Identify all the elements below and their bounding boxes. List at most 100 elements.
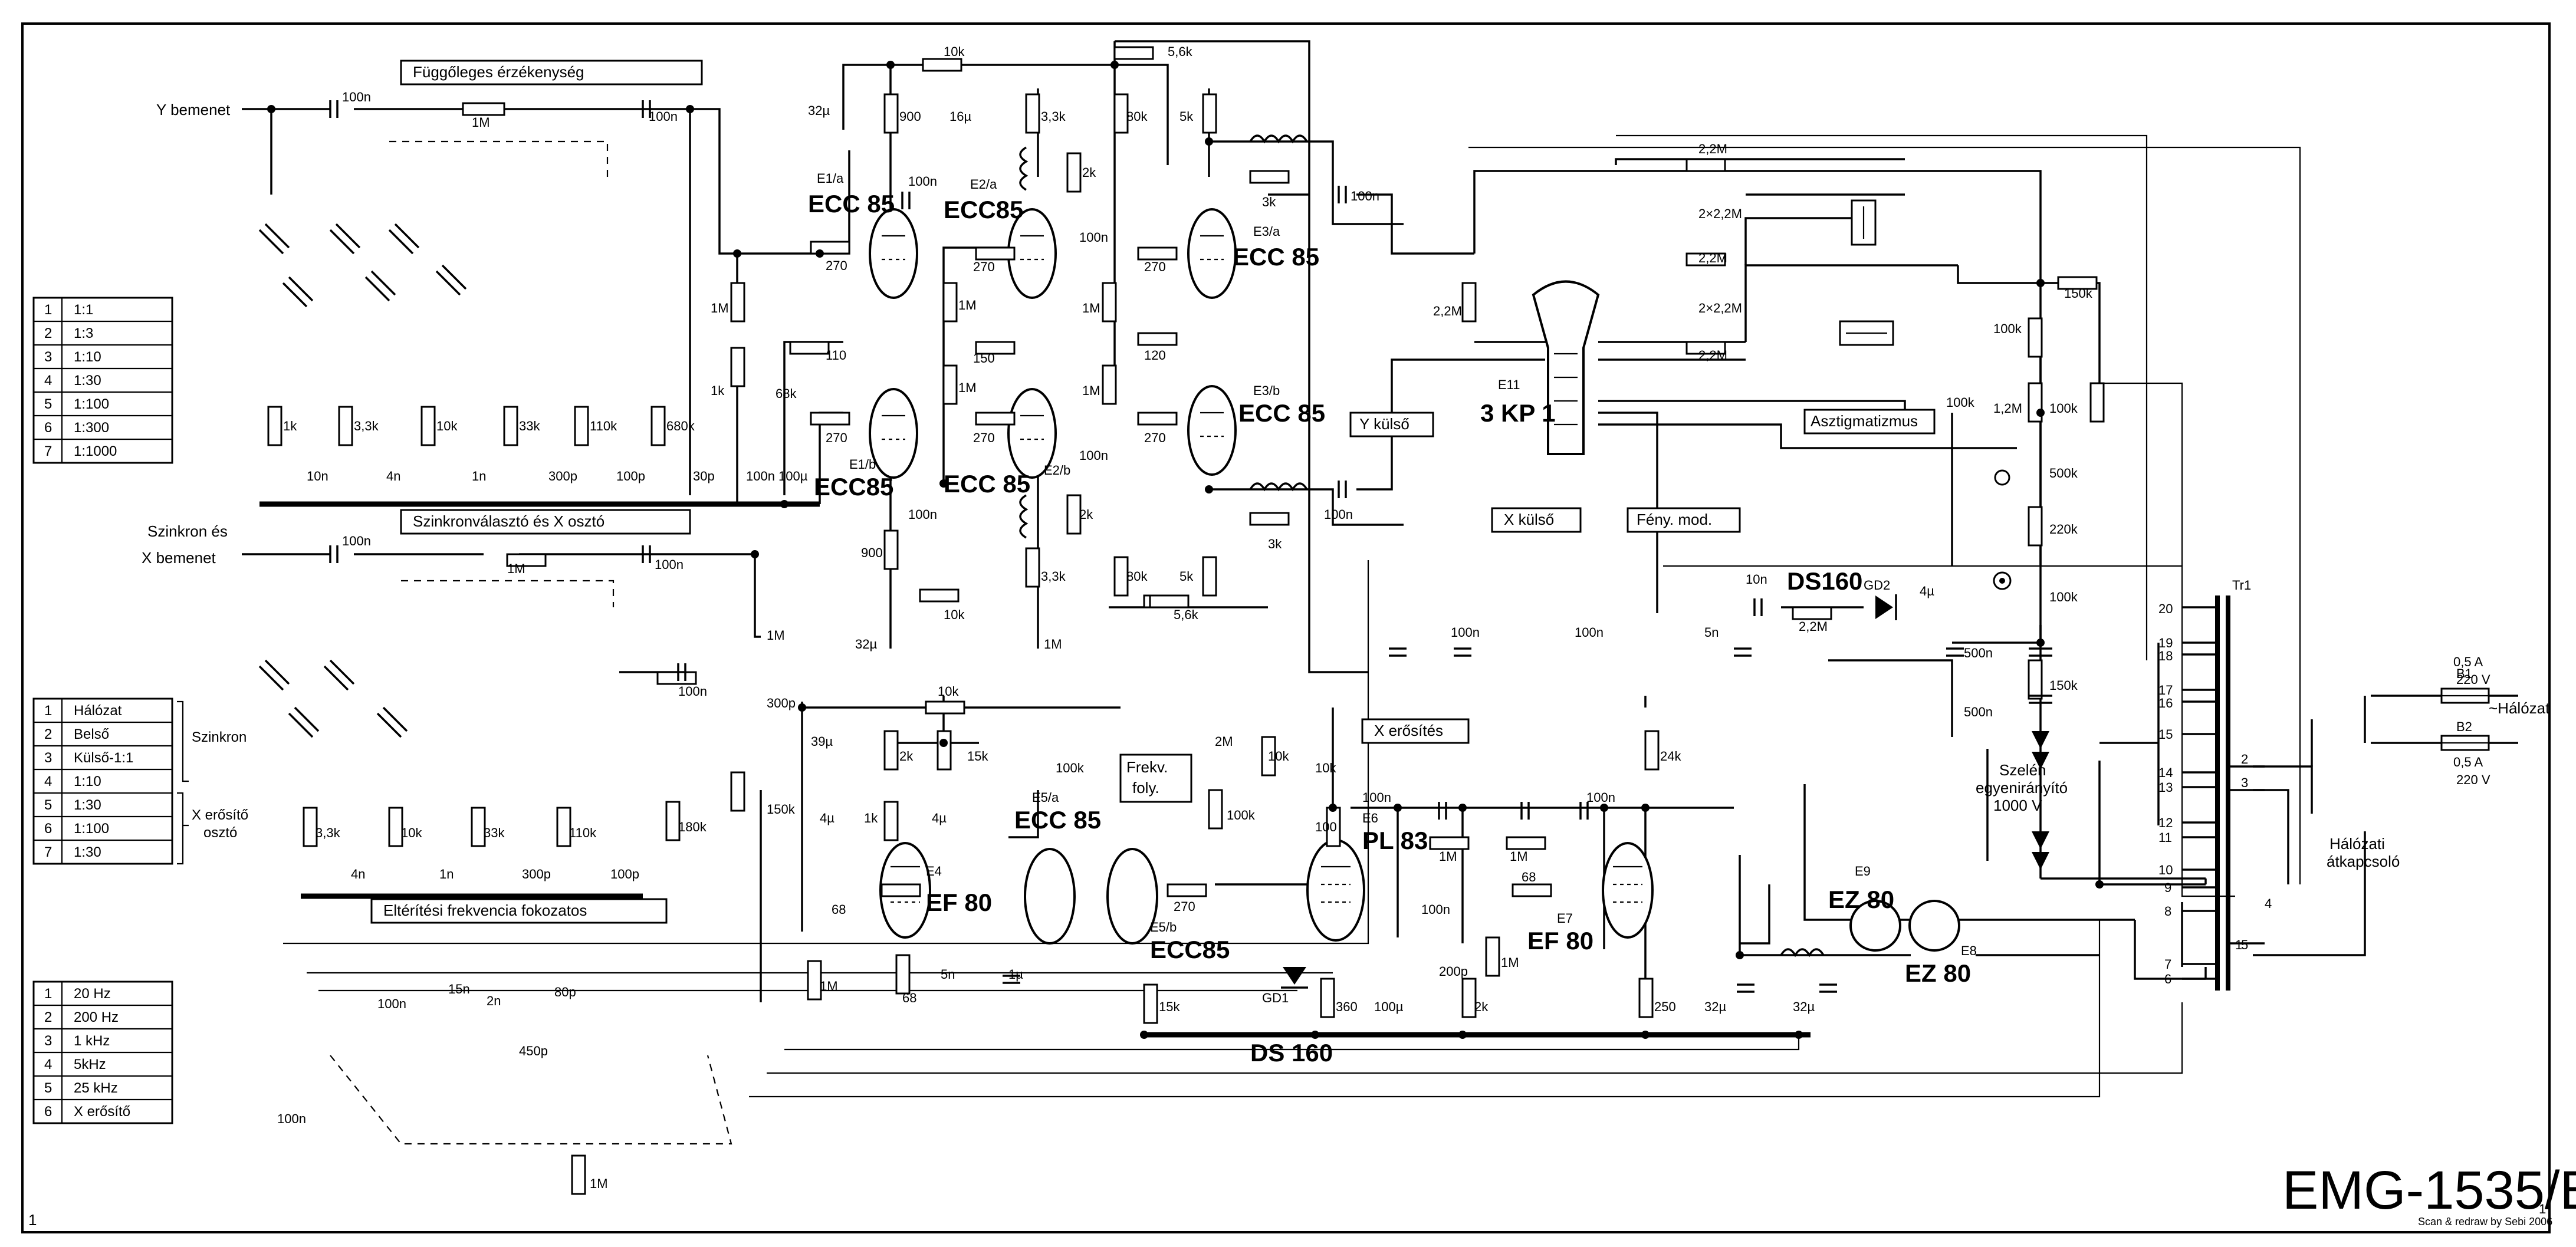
light-mod-label: Fény. mod.: [1637, 511, 1712, 528]
value-r26: 270: [973, 430, 995, 445]
wiring-y-input: [242, 40, 1557, 673]
value-r61b: 100: [1315, 820, 1337, 834]
value-r34: 270: [1144, 430, 1166, 445]
vatt-n-7: 7: [44, 443, 52, 459]
tube-e6-ref: E6: [1362, 811, 1378, 825]
transformer-pin-16: 16: [2158, 696, 2173, 710]
fuse-b1-voltage: 220 V: [2456, 672, 2490, 687]
wiring-sync-horizontal: [242, 553, 1911, 1002]
value-r33: 1M: [1082, 301, 1100, 315]
value-r63: 2k: [1474, 999, 1489, 1014]
capacitor-symbols: [329, 100, 2052, 993]
value-r54: 10k: [938, 684, 959, 699]
value-c11: 300p: [548, 469, 577, 483]
vatt-v-5: 1:100: [74, 396, 109, 412]
inductor-symbols: [1019, 134, 1825, 958]
transformer-symbol: [2182, 595, 2265, 991]
value-c27: 100n: [342, 534, 371, 548]
y-external-box: [1349, 412, 1434, 437]
value-c28: 100n: [655, 557, 684, 572]
switch-k1-linkage: [330, 1055, 732, 1145]
value-r71: 2,2M: [1698, 251, 1727, 265]
tube-e6-type: PL 83: [1362, 827, 1428, 854]
vatt-v-2: 1:3: [74, 325, 93, 341]
value-c1: 100n: [342, 90, 371, 104]
value-c13: 4n: [386, 469, 400, 483]
x-amplification-label: X erősítés: [1374, 722, 1443, 739]
astigmatism-label: Asztigmatizmus: [1811, 412, 1918, 430]
tube-e11-type: 3 KP 1: [1480, 399, 1556, 427]
sync-v-3: Külső-1:1: [74, 750, 133, 766]
value-r30: 5,6k: [1174, 607, 1199, 622]
transformer-pin-12: 12: [2158, 815, 2173, 830]
value-r35: 270: [1144, 259, 1166, 274]
fuse-b1-ref: B1: [2456, 666, 2472, 681]
value-c65: 5n: [1704, 625, 1719, 640]
tube-e3b-ref: E3/b: [1253, 383, 1280, 398]
transformer-pin-18: 18: [2158, 649, 2173, 663]
value-r69: 24k: [1660, 749, 1681, 764]
freq-fine-label-1: Frekv.: [1126, 758, 1168, 776]
transformer-pin-13: 13: [2158, 780, 2173, 795]
sweep-frequency-box: [370, 898, 668, 924]
focus-target-dot-icon: [1999, 578, 2005, 584]
selenium-label-2: egyenirányító: [1976, 779, 2068, 797]
value-c60: 500n: [1964, 705, 1993, 719]
value-r37: 5k: [1179, 109, 1194, 124]
value-c20: 32µ: [855, 637, 877, 652]
value-c18: 100n: [908, 507, 937, 522]
value-r19: 900: [899, 109, 921, 124]
vatt-n-1: 1: [44, 302, 52, 318]
sweep-frequency-label: Eltérítési frekvencia fokozatos: [383, 901, 587, 919]
table-sync-grid: [32, 697, 189, 865]
focus-target-icon: [1993, 571, 2012, 590]
value-c24: 1M: [1044, 637, 1062, 652]
page-number-right: 1: [2539, 1202, 2546, 1216]
transformer-pin-15: 15: [2158, 727, 2173, 742]
table-sync-text: 1 Hálózat 2 Belső 3 Külső-1:1 4 1:10 5 1…: [44, 703, 248, 860]
value-r77: 1,2M: [1993, 401, 2022, 416]
value-c21: 100n: [1079, 230, 1108, 245]
value-r21: 10k: [944, 44, 965, 59]
value-r46: 110k: [569, 825, 597, 840]
transformer-pin-2: 2: [2241, 752, 2248, 766]
value-p5: 100k: [1946, 395, 1975, 410]
value-r64: 1M: [1439, 849, 1457, 864]
value-r48: 10k: [401, 825, 422, 840]
sweep-v-1: 20 Hz: [74, 986, 111, 1002]
value-r8: 110k: [590, 419, 617, 433]
selenium-label-3: 1000 V: [1993, 797, 2042, 814]
value-r70: 2,2M: [1698, 142, 1727, 156]
value-c2: 100n: [649, 109, 678, 124]
tube-e7-ref: E7: [1557, 911, 1573, 926]
value-r15: 68k: [776, 386, 797, 401]
transformer-pin-19: 19: [2158, 636, 2173, 650]
value-r31: 5,6k: [1168, 44, 1193, 59]
value-c10: 100p: [616, 469, 645, 483]
value-r24: 1M: [958, 380, 977, 395]
sweep-n-2: 2: [44, 1009, 52, 1025]
value-c44: 100n: [377, 996, 406, 1011]
value-r58: 1M: [590, 1176, 608, 1191]
value-c17: 100n: [908, 174, 937, 189]
value-r80: 150k: [2064, 286, 2093, 301]
vatt-n-5: 5: [44, 396, 52, 412]
sync-v-5: 1:30: [74, 797, 101, 813]
component-values: 100n 1M 100n 1k 10n 3,3k 4n 10k 1n 33k 3…: [277, 44, 2093, 1191]
value-r76: 220k: [2049, 522, 2078, 537]
value-r5: 2k: [1079, 507, 1093, 522]
transformer-pin-10: 10: [2158, 863, 2173, 877]
value-r51: 68: [902, 991, 916, 1005]
value-c9: 30p: [693, 469, 715, 483]
tube-e3a-ref: E3/a: [1253, 224, 1280, 239]
value-c35: 300p: [767, 696, 796, 710]
vatt-v-3: 1:10: [74, 349, 101, 365]
tube-e9-ref: E9: [1855, 864, 1871, 879]
sweep-v-3: 1 kHz: [74, 1033, 110, 1049]
value-c46: 2n: [487, 993, 501, 1008]
diode-gd1-ref: GD1: [1262, 991, 1289, 1005]
value-r50: 68: [832, 902, 846, 917]
sync-n-6: 6: [44, 821, 52, 837]
resistor-symbols: [267, 46, 2105, 1195]
